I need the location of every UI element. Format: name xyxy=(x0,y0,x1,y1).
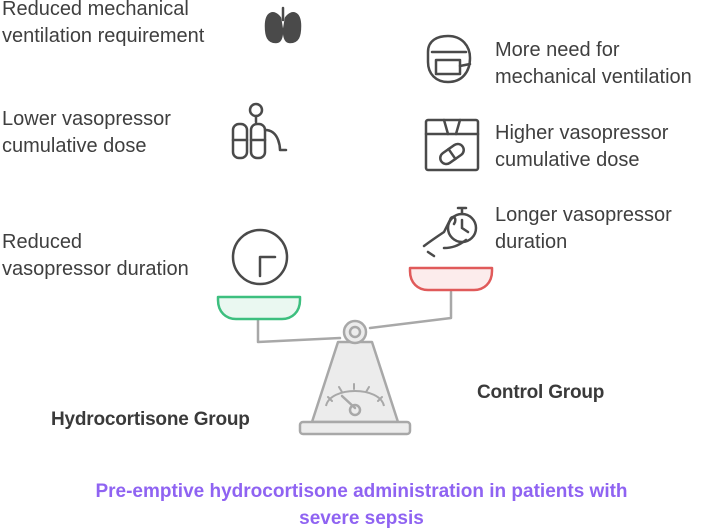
left-pan xyxy=(216,295,302,321)
diagram-title: Pre-emptive hydrocortisone administratio… xyxy=(95,481,628,529)
hydrocortisone-group-label: Hydrocortisone Group xyxy=(51,409,250,430)
scale-beam xyxy=(256,290,453,345)
hand-stopwatch-icon xyxy=(422,206,478,258)
benefit-reduced-ventilation: Reduced mechanical ventilation requireme… xyxy=(2,0,205,47)
benefit-lower-dose: Lower vasopressor cumulative dose xyxy=(2,108,171,157)
right-pan xyxy=(408,266,494,292)
lungs-icon xyxy=(264,6,302,44)
scale-stand xyxy=(298,340,412,436)
control-group-label: Control Group xyxy=(477,382,605,403)
oxygen-tank-icon xyxy=(231,102,288,160)
face-mask-icon xyxy=(426,34,472,84)
pill-box-icon xyxy=(424,118,480,172)
outcome-higher-dose: Higher vasopressor cumulative dose xyxy=(495,122,669,171)
benefit-reduced-duration: Reduced vasopressor duration xyxy=(2,231,189,280)
clock-icon xyxy=(231,228,289,286)
outcome-longer-duration: Longer vasopressor duration xyxy=(495,204,672,253)
outcome-more-ventilation: More need for mechanical ventilation xyxy=(495,39,692,88)
